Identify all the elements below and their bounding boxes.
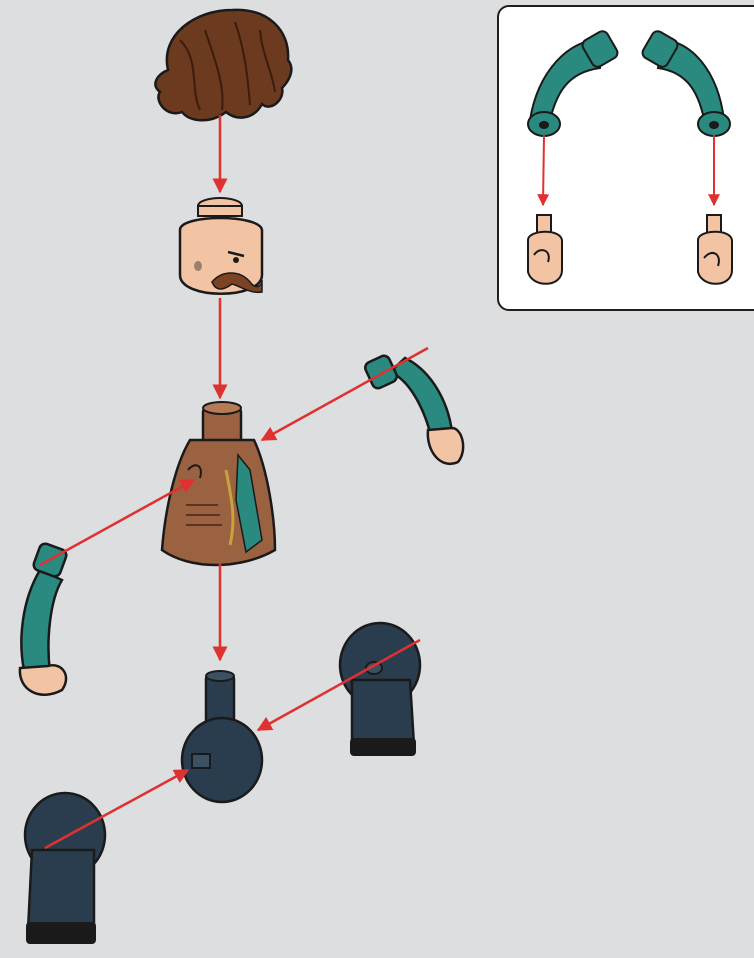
callout-right-hand-icon <box>698 215 732 284</box>
right-arm-icon <box>363 354 463 464</box>
callout-right-arm-icon <box>640 29 730 136</box>
arrow-hand-left <box>543 135 544 205</box>
torso-icon <box>162 402 275 565</box>
callout-left-arm-icon <box>528 29 620 136</box>
hips-icon <box>182 671 262 802</box>
minifig-head-icon <box>180 198 262 294</box>
left-arm-icon <box>20 542 68 695</box>
left-leg-icon <box>25 793 105 944</box>
arrow-right-arm-to-torso <box>262 348 428 440</box>
right-leg-icon <box>340 623 420 756</box>
hair-piece-icon <box>155 10 291 120</box>
callout-left-hand-icon <box>528 215 562 284</box>
